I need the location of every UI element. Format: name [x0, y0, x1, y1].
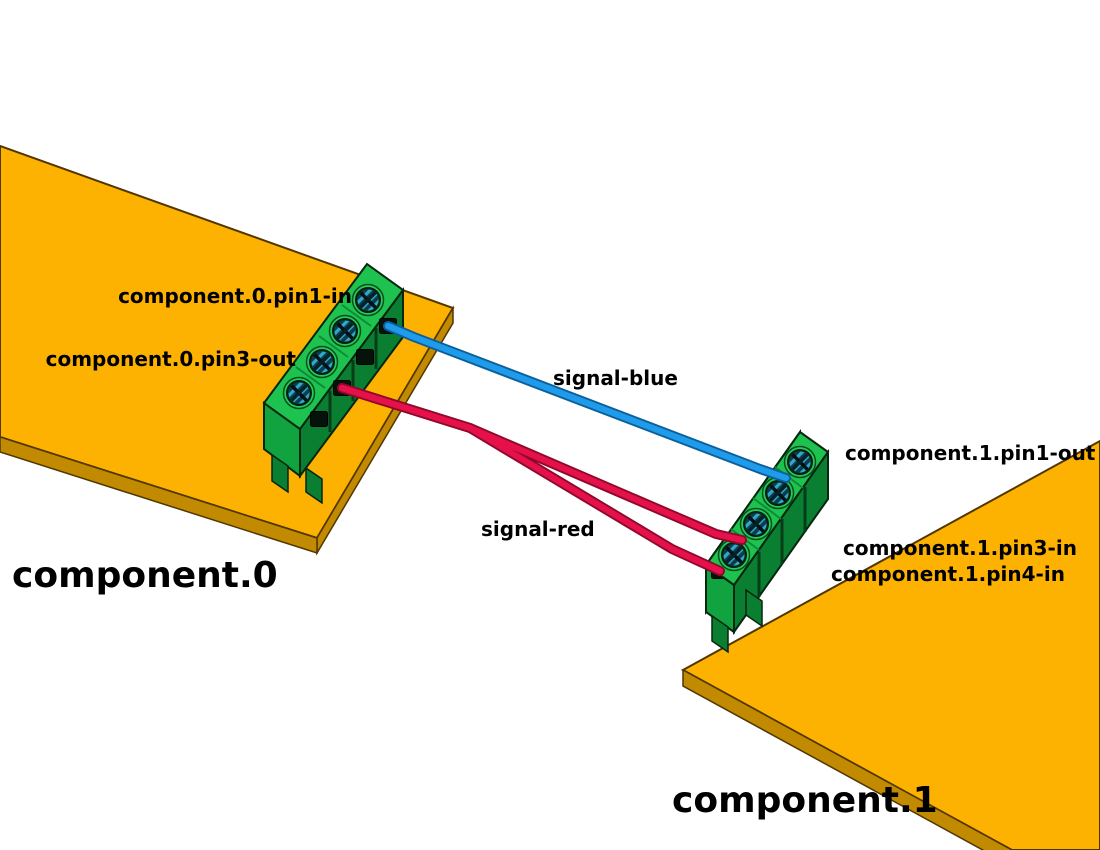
wire-signal-red-2: [338, 384, 724, 575]
block1-foot-2: [745, 588, 763, 628]
block0-entry-hole-pin4: [310, 411, 328, 427]
board0-bottom-edge: [0, 436, 318, 555]
screw-terminal-c1-pin2: [760, 475, 796, 511]
label-c0-pin3-out: component.0.pin3-out: [46, 347, 297, 371]
label-c1-pin4-in: component.1.pin4-in: [831, 562, 1065, 586]
label-signal-red: signal-red: [481, 517, 595, 541]
label-signal-blue: signal-blue: [553, 366, 678, 390]
labels: component.0.pin1-in component.0.pin3-out…: [12, 284, 1096, 821]
screw-terminal-c0-pin4: [281, 375, 317, 411]
label-component-0: component.0: [12, 555, 278, 596]
screw-terminal-c1-pin4: [716, 537, 752, 573]
label-component-1: component.1: [672, 780, 938, 821]
label-c1-pin1-out: component.1.pin1-out: [845, 441, 1096, 465]
board-component-1: [680, 439, 1100, 850]
screw-terminal-c0-pin1: [350, 282, 386, 318]
screw-terminal-c1-pin3: [738, 506, 774, 542]
wire-signal-blue: [384, 322, 790, 482]
screw-terminal-c0-pin3: [304, 344, 340, 380]
block0-pin-separators: [295, 304, 372, 389]
screw-terminal-c0-pin2: [327, 313, 363, 349]
board1-left-edge: [682, 668, 1013, 850]
board-component-0: [0, 144, 455, 556]
block0-foot-2: [305, 466, 323, 505]
block1-foot-1: [711, 614, 729, 654]
screw-terminal-c1-pin1: [782, 444, 818, 480]
label-c1-pin3-in: component.1.pin3-in: [843, 536, 1077, 560]
block0-foot-1: [271, 453, 289, 494]
block1-face-slots: [757, 487, 807, 597]
wires: [337, 321, 791, 576]
terminal-block-component-0: [262, 262, 405, 505]
block0-entry-hole-pin2: [356, 349, 374, 365]
label-c0-pin1-in: component.0.pin1-in: [118, 284, 352, 308]
